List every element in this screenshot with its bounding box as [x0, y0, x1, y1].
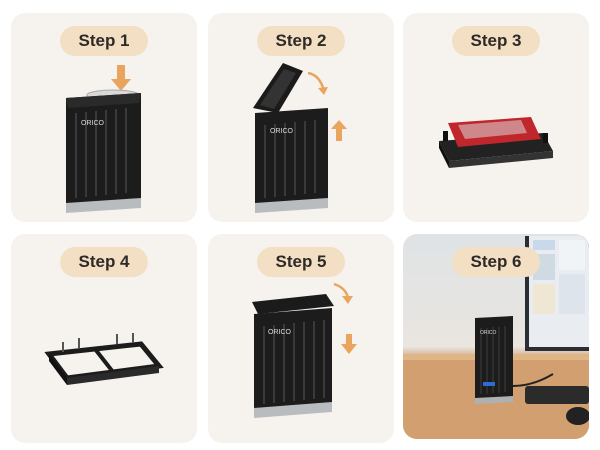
step-1-card: Step 1 ORICO: [11, 13, 197, 222]
step-5-card: Step 5 ORICO: [208, 234, 394, 443]
keyboard: [525, 386, 589, 404]
step-6-card: Step 6 ORICO: [403, 234, 589, 439]
step-6-label: Step 6: [452, 247, 540, 277]
up-arrow-icon: [331, 120, 347, 141]
brand-logo: ORICO: [81, 120, 105, 127]
curved-arrow-icon: [333, 282, 353, 304]
step-1-label: Step 1: [60, 26, 148, 56]
enclosure: [475, 316, 513, 400]
step-2-label: Step 2: [257, 26, 345, 56]
step-4-card: Step 4: [11, 234, 197, 443]
brand-logo: ORICO: [270, 128, 294, 135]
step-2-card: Step 2 ORICO: [208, 13, 394, 222]
step-3-card: Step 3: [403, 13, 589, 222]
step-5-label: Step 5: [257, 247, 345, 277]
empty-tray-illustration: [44, 333, 164, 385]
step-3-label: Step 3: [452, 26, 540, 56]
curved-arrow-icon: [307, 71, 328, 95]
controller: [566, 407, 589, 425]
brand-logo: ORICO: [480, 330, 497, 336]
desk-setup-photo: ORICO: [403, 236, 589, 439]
down-arrow-icon: [111, 65, 131, 91]
drive-into-tray-illustration: [439, 117, 553, 168]
down-arrow-icon: [341, 334, 357, 354]
enclosure-lid-open-illustration: ORICO: [253, 63, 347, 213]
enclosure-lid-press-illustration: ORICO: [66, 65, 141, 213]
enclosure-lid-close-illustration: ORICO: [252, 282, 357, 418]
brand-logo: ORICO: [268, 329, 292, 336]
step-4-label: Step 4: [60, 247, 148, 277]
